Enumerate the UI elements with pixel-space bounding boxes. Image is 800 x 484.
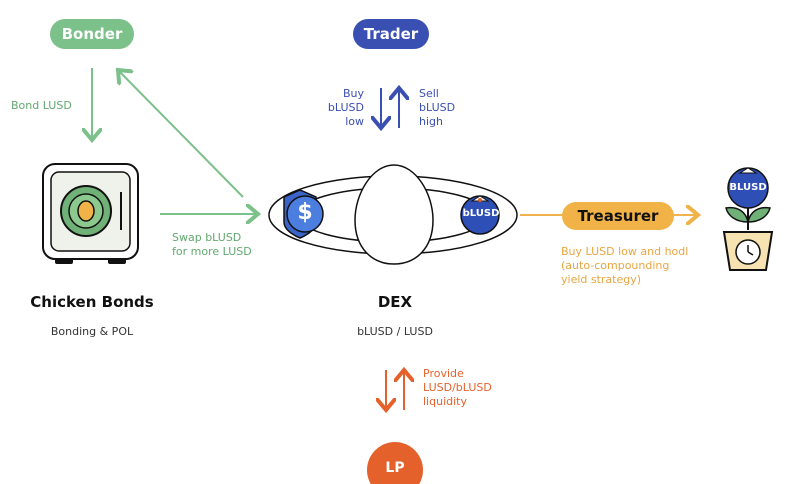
- chicken-bonds-subtitle: Bonding & POL: [50, 325, 134, 338]
- swap-label-line2: for more LUSD: [172, 245, 252, 258]
- treasurer-desc-line1: Buy LUSD low and hodl: [561, 245, 689, 258]
- sell-label-line1: Sell: [419, 87, 439, 100]
- provide-label-line2: LUSD/bLUSD: [423, 381, 492, 394]
- treasurer-desc-line3: yield strategy): [561, 273, 642, 286]
- buy-label-line3: low: [345, 115, 364, 128]
- buy-label: Buy bLUSD low: [318, 87, 364, 129]
- provide-label-line1: Provide: [423, 367, 464, 380]
- treasurer-desc-line2: (auto-compounding: [561, 259, 670, 272]
- plant-badge-label: BLUSD: [729, 182, 767, 193]
- treasurer-description: Buy LUSD low and hodl (auto-compounding …: [561, 245, 711, 287]
- lusd-dollar-glyph: $: [297, 200, 313, 225]
- sell-label-line2: bLUSD: [419, 101, 456, 114]
- dex-title: DEX: [377, 293, 413, 311]
- chicken-bonds-title: Chicken Bonds: [30, 293, 154, 311]
- sell-label: Sell bLUSD high: [419, 87, 469, 129]
- dex-subtitle: bLUSD / LUSD: [357, 325, 433, 338]
- egg-shape: [354, 164, 434, 265]
- buy-label-line1: Buy: [342, 87, 364, 100]
- blusd-badge-label: bLUSD: [462, 208, 500, 219]
- lp-label: LP: [385, 460, 405, 476]
- lp-circle: [367, 442, 423, 484]
- bonder-node: Bonder: [50, 19, 134, 49]
- safe-icon: [42, 163, 139, 264]
- trader-node: Trader: [353, 19, 429, 49]
- buy-label-line2: bLUSD: [327, 101, 364, 114]
- swap-return-arrow: [118, 70, 244, 198]
- provide-label-line3: liquidity: [423, 395, 467, 408]
- plant-pot-icon: [722, 167, 774, 271]
- bond-lusd-label: Bond LUSD: [11, 99, 72, 112]
- lusd-coin-icon: [283, 189, 324, 239]
- treasurer-node: Treasurer: [562, 202, 674, 230]
- sell-label-line3: high: [419, 115, 443, 128]
- blusd-coin-icon: [460, 195, 500, 235]
- swap-label: Swap bLUSD for more LUSD: [172, 231, 264, 259]
- swap-label-line1: Swap bLUSD: [172, 231, 242, 244]
- provide-label: Provide LUSD/bLUSD liquidity: [423, 367, 513, 409]
